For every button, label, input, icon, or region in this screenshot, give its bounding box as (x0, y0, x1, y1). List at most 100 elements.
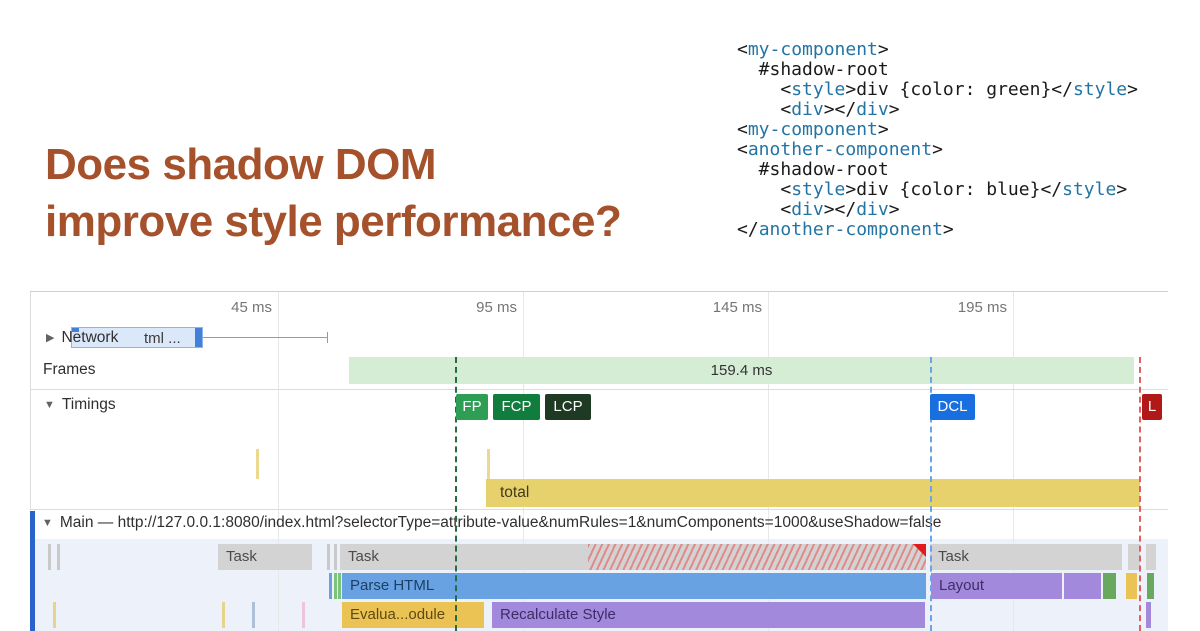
code-tag-token: my-component (747, 119, 878, 140)
ruler-gridline (278, 292, 279, 631)
code-line: <my-component> (737, 120, 1138, 140)
ruler-label: 45 ms (231, 299, 272, 316)
code-plain-token: ></ (823, 199, 857, 220)
network-request-whisker (203, 337, 327, 338)
network-request-end-cap (195, 328, 202, 347)
event-tick (338, 573, 341, 599)
event-tick (48, 544, 51, 570)
devtools-performance-panel: ▶ Network tml ... Frames 159.4 ms ▼ Timing… (30, 291, 1168, 631)
code-line: </another-component> (737, 220, 1138, 240)
code-plain-token: > (1116, 179, 1128, 200)
code-plain-token: > (1127, 79, 1138, 100)
ruler-gridline (768, 292, 769, 631)
dcl-badge[interactable]: DCL (930, 394, 975, 420)
event-tick (222, 602, 225, 628)
fp-marker-line (455, 357, 457, 631)
page-title-line2: improve style performance? (45, 197, 622, 246)
layout-bar[interactable]: Layout (931, 573, 1062, 599)
long-task-hatch (588, 544, 926, 570)
code-plain-token: > (888, 199, 900, 220)
event-tick (302, 602, 305, 628)
network-request-name: tml ... (144, 330, 181, 347)
evaluate-module-bar-label: Evalua...odule (350, 606, 446, 623)
code-plain-token: > (888, 99, 900, 120)
code-line: #shadow-root (737, 60, 1138, 80)
event-tick (53, 602, 56, 628)
expanded-triangle-icon: ▼ (44, 399, 55, 411)
user-timing-total-bar[interactable]: total (486, 479, 1140, 507)
code-plain-token: < (737, 139, 748, 160)
event-tick (57, 544, 60, 570)
page-title-line1: Does shadow DOM (45, 140, 437, 189)
user-timing-tick (256, 449, 259, 479)
recalculate-style-bar-label: Recalculate Style (500, 606, 616, 623)
ruler-label: 95 ms (476, 299, 517, 316)
gc-bar[interactable] (1147, 573, 1154, 599)
code-plain-token: < (737, 99, 792, 120)
panel-left-border (30, 292, 31, 509)
code-line: <style>div {color: green}</style> (737, 80, 1138, 100)
code-plain-token: > (877, 39, 889, 60)
lcp-badge[interactable]: LCP (545, 394, 591, 420)
task-bar-long-label: Task (348, 548, 379, 565)
timings-track-label: Timings (61, 396, 116, 413)
collapsed-triangle-icon: ▶ (46, 332, 55, 344)
task-bar[interactable]: Task (930, 544, 1122, 570)
event-tick (334, 544, 337, 570)
ruler-label: 195 ms (957, 299, 1007, 316)
code-tag-token: div (856, 99, 889, 120)
network-request-start-cap (72, 328, 79, 332)
layout-bar[interactable] (1064, 573, 1101, 599)
code-line: <style>div {color: blue}</style> (737, 180, 1138, 200)
code-tag-token: another-component (758, 219, 943, 240)
code-plain-token: >div {color: green}</ (845, 79, 1073, 100)
parse-html-bar[interactable]: Parse HTML (342, 573, 926, 599)
code-tag-token: style (791, 179, 846, 200)
code-tag-token: div (791, 199, 824, 220)
row-separator (30, 389, 1168, 390)
task-bar-long[interactable]: Task (340, 544, 926, 570)
task-bar[interactable] (1146, 544, 1156, 570)
code-plain-token: #shadow-root (737, 159, 889, 180)
frame-duration-bar[interactable]: 159.4 ms (349, 357, 1134, 384)
fp-badge[interactable]: FP (456, 394, 488, 420)
expanded-triangle-icon: ▼ (42, 517, 53, 529)
event-tick (252, 602, 255, 628)
l-badge[interactable]: L (1142, 394, 1162, 420)
user-timing-total-label: total (500, 484, 530, 501)
network-request-bar[interactable]: tml ... (71, 327, 203, 348)
layout-bar-label: Layout (939, 577, 985, 594)
evaluate-module-bar[interactable]: Evalua...odule (342, 602, 484, 628)
timings-track-toggle[interactable]: ▼ Timings (44, 396, 116, 414)
code-plain-token: < (737, 119, 748, 140)
row-separator (30, 509, 1168, 510)
network-request-whisker-end (327, 332, 328, 343)
frames-track-label: Frames (43, 361, 96, 378)
l-marker-line (1139, 357, 1141, 631)
code-line: <div></div> (737, 100, 1138, 120)
timer-bar[interactable] (1126, 573, 1137, 599)
network-track-label: Network (61, 329, 119, 346)
code-tag-token: another-component (747, 139, 933, 160)
code-plain-token: > (932, 139, 943, 160)
task-bar[interactable] (1128, 544, 1140, 570)
page-title: Does shadow DOM improve style performanc… (45, 136, 622, 250)
code-snippet: <my-component> #shadow-root <style>div {… (737, 40, 1138, 240)
long-task-warning-triangle (913, 544, 926, 557)
main-track-url: Main — http://127.0.0.1:8080/index.html?… (59, 514, 942, 531)
recalculate-style-bar[interactable]: Recalculate Style (492, 602, 925, 628)
task-bar[interactable]: Task (218, 544, 312, 570)
code-tag-token: style (1072, 79, 1128, 100)
code-plain-token: > (942, 219, 954, 240)
main-track-toggle[interactable]: ▼ Main — http://127.0.0.1:8080/index.html… (42, 514, 941, 532)
frame-duration-text: 159.4 ms (710, 362, 773, 379)
recalculate-style-sliver[interactable] (1146, 602, 1151, 628)
fcp-badge[interactable]: FCP (493, 394, 540, 420)
code-tag-token: div (791, 99, 824, 120)
task-bar-label: Task (226, 548, 257, 565)
code-plain-token: < (737, 39, 748, 60)
event-tick (329, 573, 332, 599)
code-tag-token: div (856, 199, 889, 220)
network-track-toggle[interactable]: ▶ Network (46, 329, 118, 347)
gc-bar[interactable] (1103, 573, 1116, 599)
